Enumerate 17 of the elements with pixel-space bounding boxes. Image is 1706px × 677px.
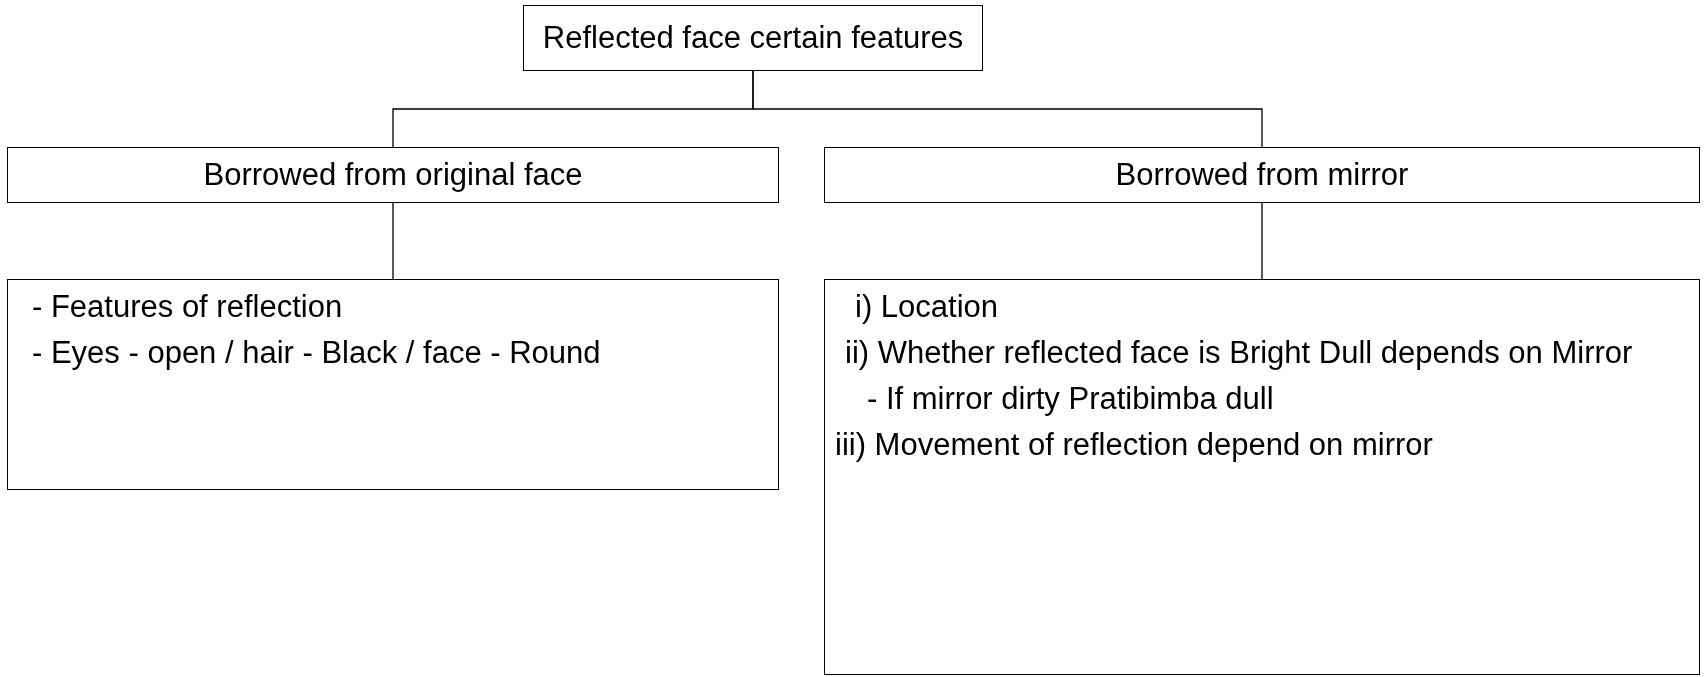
text-box	[824, 279, 1700, 675]
heading-box	[7, 147, 779, 203]
text-box	[7, 279, 779, 490]
box-label: Reflected face certain features	[542, 18, 964, 57]
heading-box	[523, 5, 983, 71]
list-item: - Eyes - open / hair - Black / face - Round	[31, 334, 602, 372]
connector-line	[392, 202, 394, 280]
heading-box	[824, 147, 1700, 203]
list-item: i) Location	[854, 288, 1000, 326]
list-item: ii) Whether reflected face is Bright Dull depends on Mirror	[844, 334, 1634, 372]
box-label: Borrowed from original face	[203, 155, 583, 194]
connector-line	[752, 70, 1263, 148]
list-item: - If mirror dirty Pratibimba dull	[866, 380, 1275, 418]
box-label: Borrowed from mirror	[1115, 155, 1409, 194]
list-item: iii) Movement of reflection depend on mirror	[834, 426, 1434, 464]
list-item: - Features of reflection	[31, 288, 344, 326]
connector-line	[1261, 202, 1263, 280]
